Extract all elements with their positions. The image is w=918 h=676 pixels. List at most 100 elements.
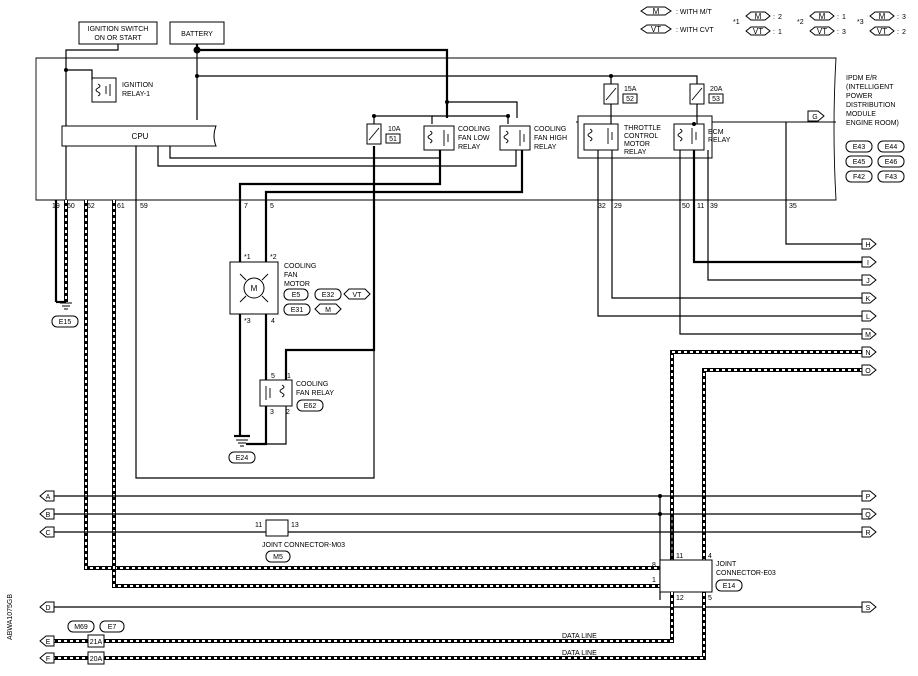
vt-badge-e32: VT [353,292,363,299]
motor-pin-s2: *2 [270,254,277,261]
legend-s1-m-badge: M [755,12,762,21]
wire-to-o [703,369,862,562]
ecm-label-2: RELAY [708,137,731,144]
arrow-s: S [866,605,871,612]
cooling-fan-relay [259,379,293,407]
pin-59: 59 [140,203,148,210]
m69-badge: M69 [74,624,88,631]
cooling-high-label-2: FAN HIGH [534,135,567,142]
legend-s2-m-badge: M [819,12,826,21]
fan-motor-label-3: MOTOR [284,281,310,288]
je-pin-12: 12 [676,595,684,602]
pin-32: 32 [598,203,606,210]
arrow-p: P [866,494,871,501]
relay-pin-1: 1 [287,373,291,380]
fan-motor-label-2: FAN [284,272,298,279]
fuse-21a [87,634,105,648]
motor-pin-s3: *3 [244,318,251,325]
legend-s2-vt: 3 [842,29,846,36]
joint-connector-e03 [659,559,713,593]
legend-s3-m-badge: M [879,12,886,21]
ignition-switch-label-2: ON OR START [94,35,142,42]
motor-m-icon [243,277,265,299]
throttle-label-4: RELAY [624,149,647,156]
motor-m-symbol: M [251,284,258,293]
pin-35: 35 [789,203,797,210]
fuse-52-amp: 15A [624,86,637,93]
legend-vt-badge: VT [651,25,661,34]
pin-60: 60 [67,203,75,210]
arrow-i: I [867,260,869,267]
ipdm-pins: 19 60 62 61 59 7 5 32 29 50 11 39 35 [52,203,797,210]
ipdm-label-3: POWER [846,93,872,100]
legend-s2-colon-vt: : [837,29,839,36]
legend-m-text: : WITH M/T [676,9,712,16]
arrow-c: C [45,530,50,537]
legend-star2: *2 [797,19,804,26]
wire-39 [707,150,862,281]
m5-badge: M5 [273,554,283,561]
data-line-e [52,592,673,642]
ground-e15-icon [60,302,72,310]
jm-pin-11: 11 [255,522,262,529]
fuse-53-no: 53 [712,96,720,103]
battery-label: BATTERY [181,31,213,38]
ipdm-label: IPDM E/R (INTELLIGENT POWER DISTRIBUTION… [846,75,899,127]
fan-relay-label-2: FAN RELAY [296,390,334,397]
e14-badge: E14 [723,583,736,590]
m-badge-e31: M [325,307,331,314]
ground-e24-icon [234,434,250,447]
wire-32 [597,150,862,317]
fuse-53-amp: 20A [710,86,723,93]
legend-star3: *3 [857,19,864,26]
legend-star1: *1 [733,19,740,26]
ign-feed-wire [65,44,119,70]
pin-29: 29 [614,203,622,210]
legend-s1-m: 2 [778,14,782,21]
cpu-label: CPU [132,132,149,141]
cooling-high-label-3: RELAY [534,144,557,151]
legend-s3-colon-vt: : [897,29,899,36]
arrow-e: E [46,639,51,646]
data-line-label-2: DATA LINE [562,650,597,657]
fuse-52-no: 52 [626,96,634,103]
legend-s1-colon-vt: : [773,29,775,36]
data-line-f [52,592,705,659]
je-pin-1: 1 [652,577,656,584]
e62-badge: E62 [304,403,317,410]
cooling-low-label-2: FAN LOW [458,135,490,142]
relay-pin-2: 2 [286,409,290,416]
e32-badge: E32 [322,292,335,299]
ignition-relay-label-2: RELAY-1 [122,91,150,98]
jc-e03-label-2: CONNECTOR-E03 [716,570,776,577]
relay-pin-5: 5 [271,373,275,380]
arrow-k: K [866,296,871,303]
wire-62 [85,200,660,569]
arrow-n: N [865,350,870,357]
wire-50 [679,150,862,335]
joint-connector-m03 [265,519,289,537]
legend-s1-vt: 1 [778,29,782,36]
ignition-relay [91,77,117,103]
conn-e43: E43 [853,144,866,151]
left-arrows: A B C D E F [39,490,55,664]
cooling-high-label-1: COOLING [534,126,566,133]
arrow-r: R [865,530,870,537]
conn-f42: F42 [853,174,865,181]
jc-m03-label: JOINT CONNECTOR-M03 [262,542,345,549]
high-relay-feed [447,101,518,118]
arrow-m: M [865,332,871,339]
arrow-a: A [46,494,51,501]
pin-62: 62 [87,203,95,210]
ignition-switch-label-1: IGNITION SWITCH [88,26,149,33]
throttle-label-2: CONTROL [624,133,658,140]
fan-motor-label-1: COOLING [284,263,316,270]
conn-e46: E46 [885,159,898,166]
jm-pin-13: 13 [291,522,299,529]
ipdm-connector-badges: E43 E44 E45 E46 F42 F43 [845,140,905,183]
je-pin-11: 11 [676,553,683,560]
relay-to-fuse51 [284,146,376,380]
ipdm-label-4: DISTRIBUTION [846,102,895,109]
arrow-d: D [45,605,50,612]
